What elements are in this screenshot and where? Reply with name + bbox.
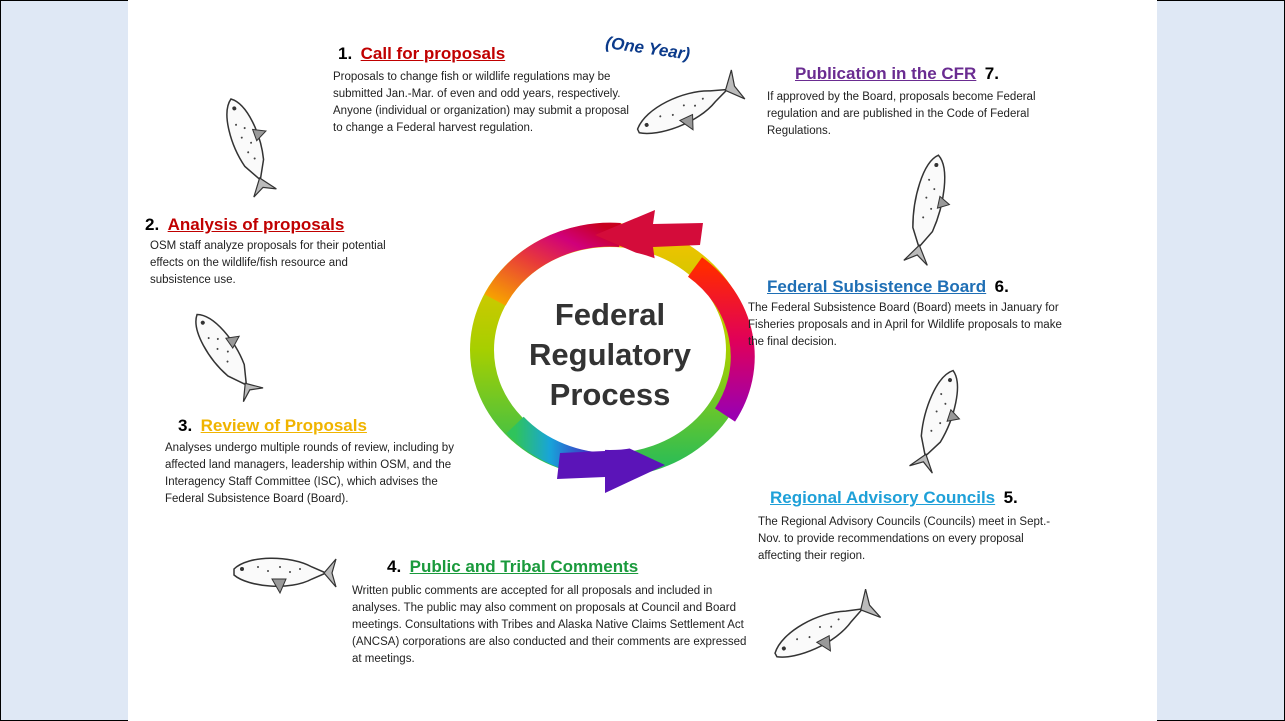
step-5-number: 5. bbox=[1003, 488, 1018, 507]
step-7-title: Publication in the CFR bbox=[795, 64, 977, 83]
step-2: 2. Analysis of proposals OSM staff analy… bbox=[145, 215, 425, 289]
step-1-title: Call for proposals bbox=[360, 44, 506, 63]
fish-illustration-5 bbox=[903, 154, 951, 266]
step-4-title: Public and Tribal Comments bbox=[409, 557, 639, 576]
step-2-body: OSM staff analyze proposals for their po… bbox=[150, 240, 386, 286]
fish-illustration-2 bbox=[195, 313, 264, 402]
step-6-title: Federal Subsistence Board bbox=[767, 277, 987, 296]
step-4-body: Written public comments are accepted for… bbox=[352, 585, 747, 665]
cycle-arrowhead-bottom bbox=[557, 437, 665, 493]
fish-illustration-4 bbox=[636, 69, 746, 135]
fish-illustration-1 bbox=[226, 98, 277, 198]
center-line-3: Process bbox=[549, 377, 671, 412]
fish-illustration-3 bbox=[233, 557, 337, 595]
step-6-number: 6. bbox=[994, 277, 1009, 296]
fish-illustration-6 bbox=[909, 369, 961, 474]
step-4: 4. Public and Tribal Comments Written pu… bbox=[352, 557, 752, 668]
step-6: Federal Subsistence Board 6. The Federal… bbox=[748, 277, 1068, 351]
center-line-1: Federal bbox=[554, 297, 666, 332]
step-7-body: If approved by the Board, proposals beco… bbox=[767, 91, 1036, 137]
step-6-body: The Federal Subsistence Board (Board) me… bbox=[748, 302, 1062, 348]
step-7: Publication in the CFR 7. If approved by… bbox=[767, 64, 1067, 140]
step-4-number: 4. bbox=[387, 557, 402, 576]
center-line-2: Regulatory bbox=[529, 337, 691, 372]
step-1-body: Proposals to change fish or wildlife reg… bbox=[333, 71, 629, 134]
step-3-number: 3. bbox=[178, 416, 193, 435]
center-title: Federal Regulatory Process bbox=[500, 295, 720, 415]
fish-illustration-7 bbox=[774, 589, 882, 658]
step-5-title: Regional Advisory Councils bbox=[770, 488, 996, 507]
step-3-body: Analyses undergo multiple rounds of revi… bbox=[165, 442, 454, 505]
step-5-body: The Regional Advisory Councils (Councils… bbox=[758, 516, 1051, 562]
step-3-title: Review of Proposals bbox=[200, 416, 367, 435]
step-1-number: 1. bbox=[338, 44, 353, 63]
step-7-number: 7. bbox=[984, 64, 999, 83]
step-5: Regional Advisory Councils 5. The Region… bbox=[758, 488, 1068, 565]
step-1: 1. Call for proposals Proposals to chang… bbox=[333, 44, 633, 137]
step-3: 3. Review of Proposals Analyses undergo … bbox=[160, 416, 460, 508]
cycle-arrows bbox=[470, 210, 755, 493]
step-2-number: 2. bbox=[145, 215, 160, 234]
step-2-title: Analysis of proposals bbox=[167, 215, 345, 234]
cycle-arrowhead-top bbox=[595, 210, 703, 261]
